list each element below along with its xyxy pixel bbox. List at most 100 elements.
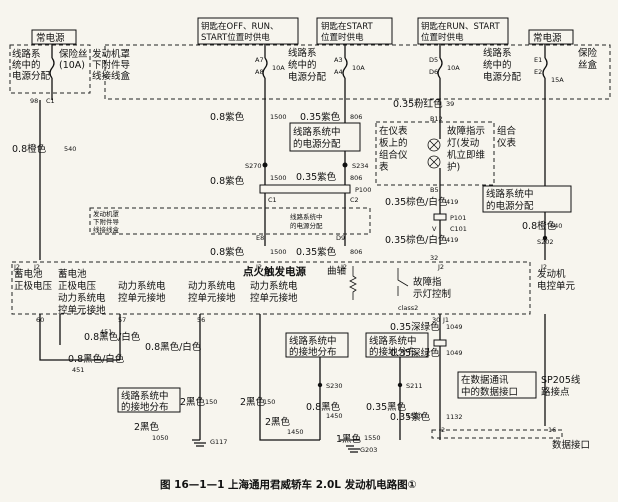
black-b4: 2黑色 — [265, 416, 291, 428]
wire-label-w2: 0.35紫色 — [300, 111, 341, 123]
figure-caption: 图 16—1—1 上海通用君威轿车 2.0L 发动机电路图① — [160, 478, 417, 491]
black-b6n: 1550 — [406, 412, 423, 420]
lamp-label-b: 灯(发动 — [447, 137, 479, 149]
cluster-note-c: 组合仪 — [379, 149, 408, 161]
gnd2-a: 线路系统中 — [289, 335, 337, 347]
pin-j2e: J2 — [437, 263, 444, 271]
wire-label-w8: 0.35紫色 — [296, 246, 337, 258]
sp205-a: SP205线 — [541, 374, 581, 386]
cluster-outline — [375, 121, 495, 186]
ecu-gnd1-b: 控单元接地 — [58, 304, 106, 316]
conn-b12: B12 — [430, 115, 443, 123]
lf-note-c: 线接线盒 — [92, 70, 131, 82]
label-v: V — [432, 225, 437, 233]
right-constant-power: 常电源 — [533, 32, 562, 44]
ecu-outline — [11, 261, 531, 315]
supply-label-1a: 钥匙在OFF、RUN、 — [201, 21, 278, 32]
ecu-mil-a: 故障指 — [413, 276, 442, 288]
ground-symbols — [192, 439, 360, 453]
supply-box-1 — [197, 17, 299, 45]
wire-label-w17: 0.35紫色 — [390, 411, 431, 423]
supply-label-3b: 位置时供电 — [421, 32, 464, 43]
cluster-note-b: 板上的 — [379, 137, 408, 149]
pin-a3: A3 — [334, 56, 343, 64]
wire-label-w16: 0.35深绿色 — [390, 347, 440, 359]
black-b1: 2黑色 — [180, 396, 206, 408]
lf-note-b: 下附件导 — [92, 59, 130, 71]
supply-box-2 — [316, 17, 393, 45]
wire-label-w4: 0.8紫色 — [210, 175, 245, 187]
black-b7n: 1550 — [364, 434, 381, 442]
wire-num-w8: 806 — [350, 248, 362, 256]
lamp-label-a: 故障指示 — [447, 125, 485, 137]
lf-dist-a: 线路系 — [12, 48, 41, 60]
black-b2: 2黑色 — [134, 421, 160, 433]
label-c101: C101 — [450, 225, 467, 233]
dist-1b: 统中的 — [288, 59, 317, 71]
lamp-icon-2 — [427, 155, 441, 169]
dist-2b: 统中的 — [483, 59, 512, 71]
ecu-ign: 点火触发电源 — [243, 265, 306, 278]
datalink-a: 在数据通讯 — [461, 374, 509, 386]
splice-s211 — [397, 382, 403, 388]
supply-box-4 — [528, 29, 574, 45]
wire-num-w12: 451 — [100, 328, 112, 336]
label-p101: P101 — [450, 214, 466, 222]
label-s270: S270 — [245, 162, 262, 170]
dist-box-right — [482, 185, 572, 213]
black-b7: 1黑色 — [336, 433, 362, 445]
black-b1n: 150 — [205, 398, 217, 406]
gnd-dist-box-3 — [365, 332, 429, 358]
black-b2n: 1050 — [152, 434, 169, 442]
connector-p100 — [259, 184, 351, 194]
wire-num-w9: 419 — [446, 236, 458, 244]
fusebox-label-b: 丝盒 — [578, 59, 598, 71]
gnd-dist-box-2 — [285, 332, 349, 358]
cluster-note-d: 表 — [379, 161, 389, 173]
sp205-b: 路接点 — [541, 386, 570, 398]
lf-dist-b: 统中的 — [12, 59, 41, 71]
left-fuse-box-outline — [9, 44, 91, 94]
wire-num-w11: 640 — [550, 222, 562, 230]
left-constant-power: 常电源 — [36, 32, 65, 44]
supply-label-3a: 钥匙在RUN、START — [421, 21, 501, 32]
fuse-b-rating: 10A — [352, 64, 365, 72]
data-port-label: 数据接口 — [552, 439, 590, 451]
combo-label-b: 仪表 — [497, 137, 517, 149]
eb-c: 线接线盒 — [93, 225, 120, 234]
fusebox-label-a: 保险 — [578, 47, 598, 59]
wire-num-w2: 806 — [350, 113, 362, 121]
black-b3n: 150 — [263, 398, 275, 406]
eb-a: 发动机罩 — [93, 209, 120, 218]
dist-2c: 电源分配 — [483, 71, 522, 83]
lf-dist-c: 电源分配 — [12, 70, 51, 82]
wire-num-w16: 1049 — [446, 349, 463, 357]
pin-e2: E2 — [534, 68, 542, 76]
left-supply-box — [31, 29, 77, 45]
fuse-c-rating: 10A — [447, 64, 460, 72]
lamp-label-d: 护) — [447, 161, 460, 173]
pin-j2f: J2 — [540, 263, 547, 271]
ecu-crank: 曲轴 — [327, 265, 346, 277]
md-a: 线路系统中 — [290, 212, 323, 221]
wire-label-w13: 0.8黑色/白色 — [145, 341, 202, 353]
cluster-note-a: 在仪表 — [379, 125, 408, 137]
dist-right-b: 的电源分配 — [486, 200, 534, 212]
pin-d6: D6 — [429, 68, 438, 76]
md-b: 的电源分配 — [290, 221, 323, 230]
label-p100: P100 — [355, 186, 371, 194]
label-s211: S211 — [406, 382, 423, 390]
connector-p101b — [433, 339, 447, 347]
fuse-d-rating: 15A — [551, 76, 564, 84]
supply-label-2a: 钥匙在START — [321, 21, 374, 32]
ecu-gnd3-a: 动力系统电 — [188, 280, 236, 292]
lamp-label-c: 机立即维 — [447, 149, 486, 161]
wire-to-p100 — [264, 165, 346, 185]
wire-num-w7: 1500 — [270, 248, 287, 256]
supply-drops — [51, 44, 546, 58]
pin-32: 32 — [430, 254, 438, 262]
pin-j2c: J2 — [255, 263, 262, 271]
ecu-gnd4-a: 动力系统电 — [250, 280, 298, 292]
gnd1-b: 的接地分布 — [121, 401, 169, 413]
wire-num-w3: 39 — [446, 100, 454, 108]
